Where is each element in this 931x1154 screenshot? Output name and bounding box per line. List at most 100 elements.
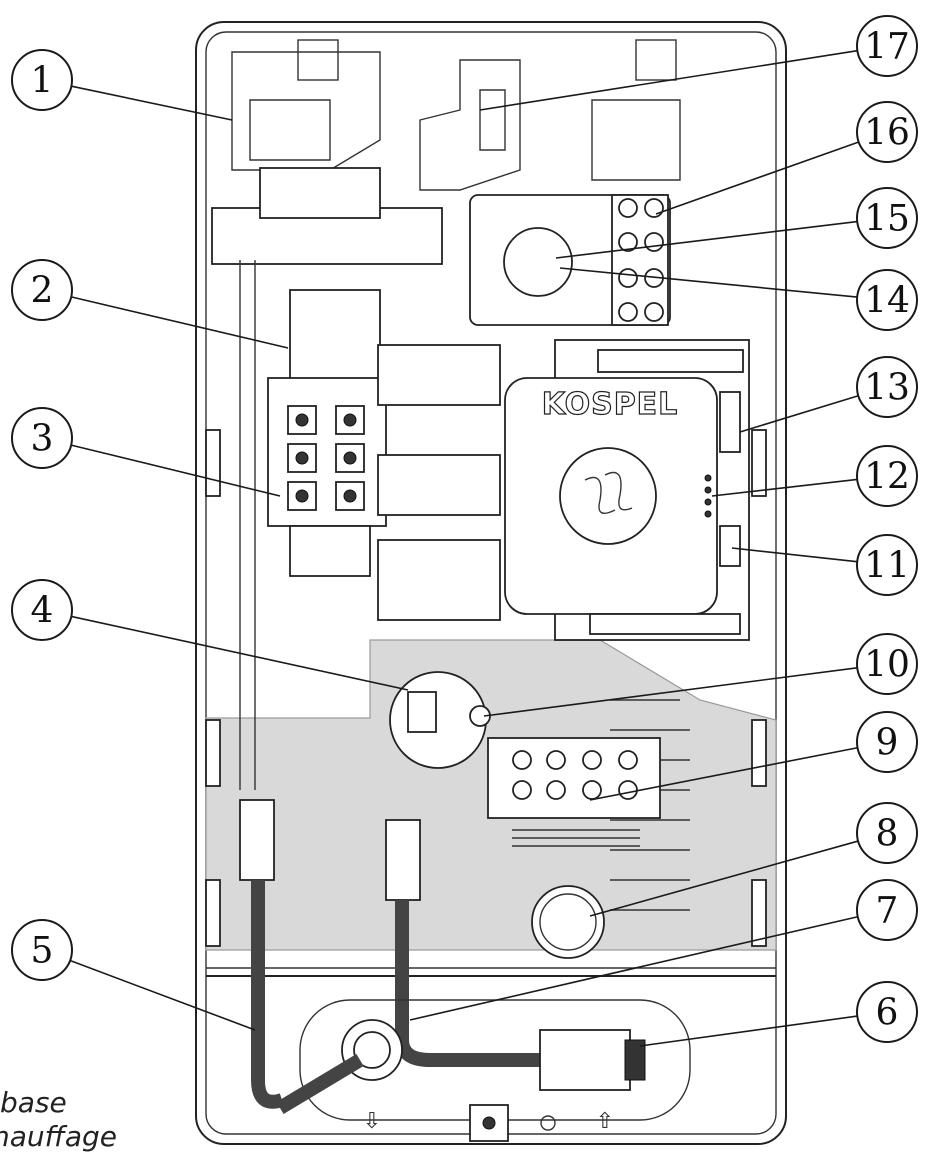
thermal-limiter [389, 671, 491, 769]
supply-cable [276, 1053, 364, 1115]
element-connector-block [487, 737, 661, 847]
callout-circle-12 [856, 445, 918, 507]
led-4 [704, 510, 712, 518]
callout-label-1: 1 [31, 61, 54, 102]
terminal-screw [644, 198, 664, 218]
callout-label-6: 6 [876, 993, 899, 1034]
bracket-2 [377, 454, 501, 516]
callout-label-4: 4 [31, 591, 54, 632]
callout-label-3: 3 [31, 419, 54, 460]
bottom-compartment: ⇩ ⇧ [276, 999, 691, 1142]
control-board: KOSPEL [504, 339, 750, 641]
leader-line-6 [639, 1015, 858, 1047]
outlet-nut [539, 1029, 631, 1091]
contactor-base [289, 525, 371, 577]
contactor-terminals [287, 405, 365, 511]
mount-left [297, 39, 339, 81]
crossbar-top [259, 167, 381, 219]
callout-label-13: 13 [864, 368, 910, 409]
bracket-3 [377, 539, 501, 621]
terminal-screw [618, 198, 638, 218]
contactor-body [267, 377, 387, 527]
terminal-screw [618, 268, 638, 288]
callout-circle-16 [856, 101, 918, 163]
leader-line-5 [69, 959, 256, 1031]
flow-arrow-out: ⇧ [596, 1109, 614, 1134]
leader-line-15 [555, 220, 858, 259]
caption-line-1: base [0, 1086, 67, 1119]
brand-label: KOSPEL [542, 387, 679, 422]
bottom-screw [482, 1116, 496, 1130]
callout-circle-3 [11, 407, 73, 469]
flow-arrow-in: ⇩ [363, 1109, 381, 1134]
leader-line-11 [731, 547, 858, 563]
upper-crossbar [211, 167, 443, 790]
caption-line-2: hauffage [0, 1120, 117, 1153]
connector-hole [618, 750, 638, 770]
clip-right-upper [751, 429, 767, 497]
board-logo [559, 447, 657, 545]
logo-wave-1 [584, 476, 616, 514]
contactor [267, 289, 387, 577]
led-2 [704, 486, 712, 494]
top-left-frame [231, 51, 381, 171]
callout-circle-5 [11, 919, 73, 981]
top-center-clip [419, 59, 521, 191]
inlet-pipe [251, 880, 285, 1109]
contactor-screw [295, 451, 309, 465]
callout-circle-13 [856, 356, 918, 418]
callout-label-7: 7 [876, 891, 899, 932]
port-inner [539, 893, 597, 951]
callout-label-2: 2 [31, 271, 54, 312]
leader-line-8 [589, 840, 859, 917]
element-brackets [377, 344, 501, 621]
callout-label-15: 15 [864, 199, 910, 240]
contactor-terminal [335, 443, 365, 473]
board-connectors-bottom [589, 613, 741, 635]
callout-circle-10 [856, 633, 918, 695]
pipes [239, 799, 540, 1109]
leader-line-10 [483, 667, 858, 717]
terminal-screw [618, 232, 638, 252]
contactor-screw [343, 451, 357, 465]
board-connectors-top [597, 349, 744, 373]
sensor-port [531, 885, 605, 959]
connector-hole [512, 750, 532, 770]
leader-line-14 [559, 267, 858, 298]
power-terminal-block [469, 194, 671, 326]
contactor-screw [295, 489, 309, 503]
connector-holes [512, 750, 638, 800]
top-left-recess [249, 99, 331, 161]
side-clips [205, 429, 767, 947]
leader-line-9 [589, 746, 858, 801]
connector-hole [546, 780, 566, 800]
top-right-recess [591, 99, 681, 181]
callout-label-11: 11 [864, 546, 910, 587]
callout-circle-7 [856, 879, 918, 941]
bottom-hole [540, 1115, 556, 1131]
leader-lines [69, 49, 859, 1047]
bracket-1 [377, 344, 501, 406]
top-center-slot [479, 89, 506, 151]
contactor-screw [343, 489, 357, 503]
callout-label-12: 12 [864, 457, 910, 498]
callout-circle-9 [856, 711, 918, 773]
led-1 [704, 474, 712, 482]
leader-line-7 [409, 915, 858, 1021]
connector-hole [618, 780, 638, 800]
inlet-fitting [239, 799, 275, 881]
terminal-screw [644, 232, 664, 252]
contactor-screw [295, 413, 309, 427]
connector-hole [582, 780, 602, 800]
callout-label-9: 9 [876, 723, 899, 764]
outlet-fitting [385, 819, 421, 901]
mount-right [635, 39, 677, 81]
callout-circle-8 [856, 802, 918, 864]
callout-circle-15 [856, 187, 918, 249]
callout-label-10: 10 [864, 645, 910, 686]
leader-line-3 [70, 444, 281, 497]
callout-circle-17 [856, 15, 918, 77]
clip-left-upper [205, 429, 221, 497]
